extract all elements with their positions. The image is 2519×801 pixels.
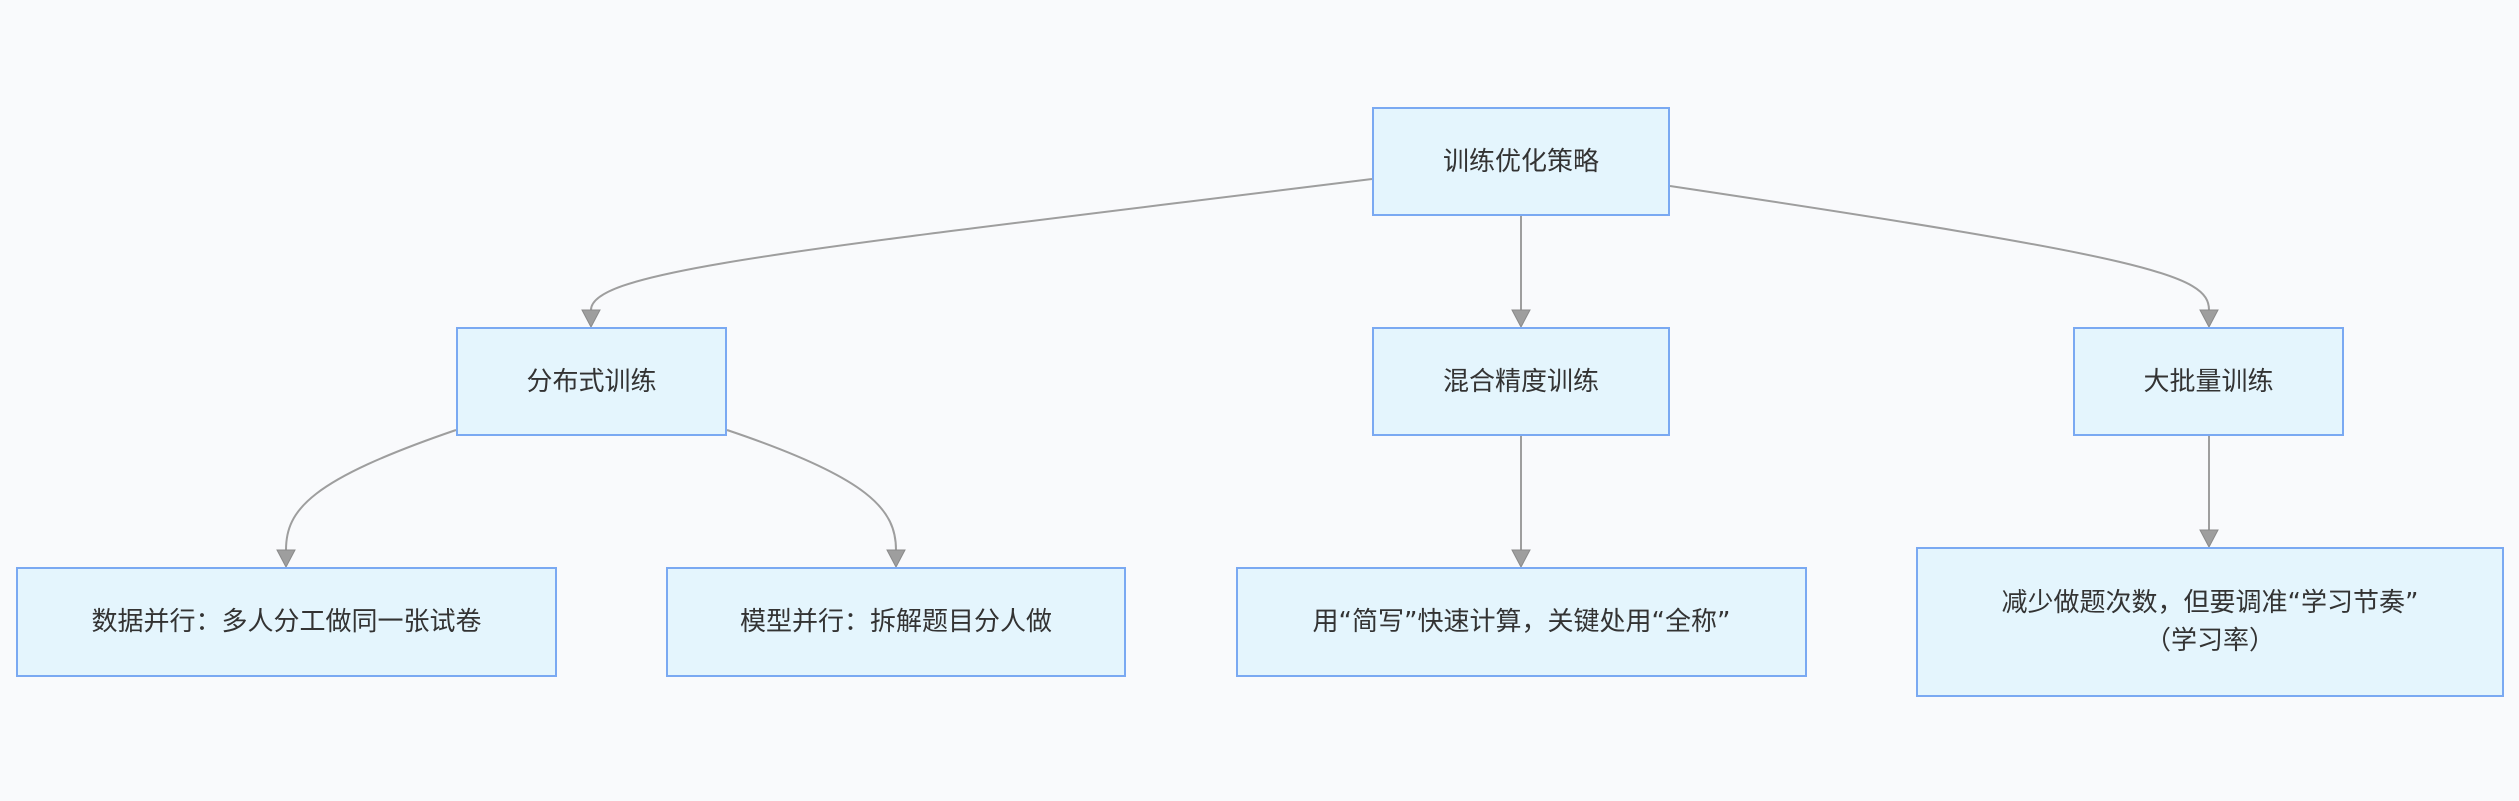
node-label: 训练优化策略 xyxy=(1442,146,1599,177)
edge-line xyxy=(285,429,457,551)
edge-root-to-distributed xyxy=(581,178,1373,329)
node-distributed-training: 分布式训练 xyxy=(456,327,727,436)
edge-mixed-precision-to-note xyxy=(1511,436,1531,569)
node-label-line-1: 减少做题次数，但要调准“学习节奏” xyxy=(2001,588,2419,618)
node-label-line-2: （学习率） xyxy=(2144,626,2275,656)
node-mixed-precision-training: 混合精度训练 xyxy=(1372,327,1670,436)
edge-distributed-to-data-parallel xyxy=(276,429,457,569)
node-training-optimization-strategy: 训练优化策略 xyxy=(1372,107,1670,216)
arrowhead xyxy=(886,549,906,569)
node-label: 减少做题次数，但要调准“学习节奏” （学习率） xyxy=(2002,584,2419,660)
node-model-parallel: 模型并行：拆解题目分人做 xyxy=(666,567,1126,677)
edge-root-to-mixed-precision xyxy=(1511,216,1531,329)
arrowhead xyxy=(276,549,296,569)
arrowhead xyxy=(1511,309,1531,329)
node-label: 数据并行：多人分工做同一张试卷 xyxy=(91,607,482,637)
arrowhead xyxy=(2199,529,2219,549)
arrowhead xyxy=(1511,549,1531,569)
edge-root-to-large-batch xyxy=(1669,185,2219,329)
edge-line xyxy=(590,178,1373,311)
node-label: 混合精度训练 xyxy=(1442,366,1599,397)
edge-large-batch-to-note xyxy=(2199,436,2219,549)
arrowhead xyxy=(581,309,601,329)
node-learning-rate-note: 减少做题次数，但要调准“学习节奏” （学习率） xyxy=(1916,547,2504,697)
edge-line xyxy=(726,429,897,551)
node-label: 大批量训练 xyxy=(2143,366,2274,397)
node-label: 分布式训练 xyxy=(526,366,657,397)
node-large-batch-training: 大批量训练 xyxy=(2073,327,2344,436)
edge-distributed-to-model-parallel xyxy=(726,429,906,569)
node-data-parallel: 数据并行：多人分工做同一张试卷 xyxy=(16,567,557,677)
node-mixed-precision-note: 用“简写”快速计算，关键处用“全称” xyxy=(1236,567,1807,677)
node-label: 用“简写”快速计算，关键处用“全称” xyxy=(1312,607,1731,637)
edge-line xyxy=(1669,185,2210,311)
arrowhead xyxy=(2199,309,2219,329)
node-label: 模型并行：拆解题目分人做 xyxy=(739,607,1052,637)
